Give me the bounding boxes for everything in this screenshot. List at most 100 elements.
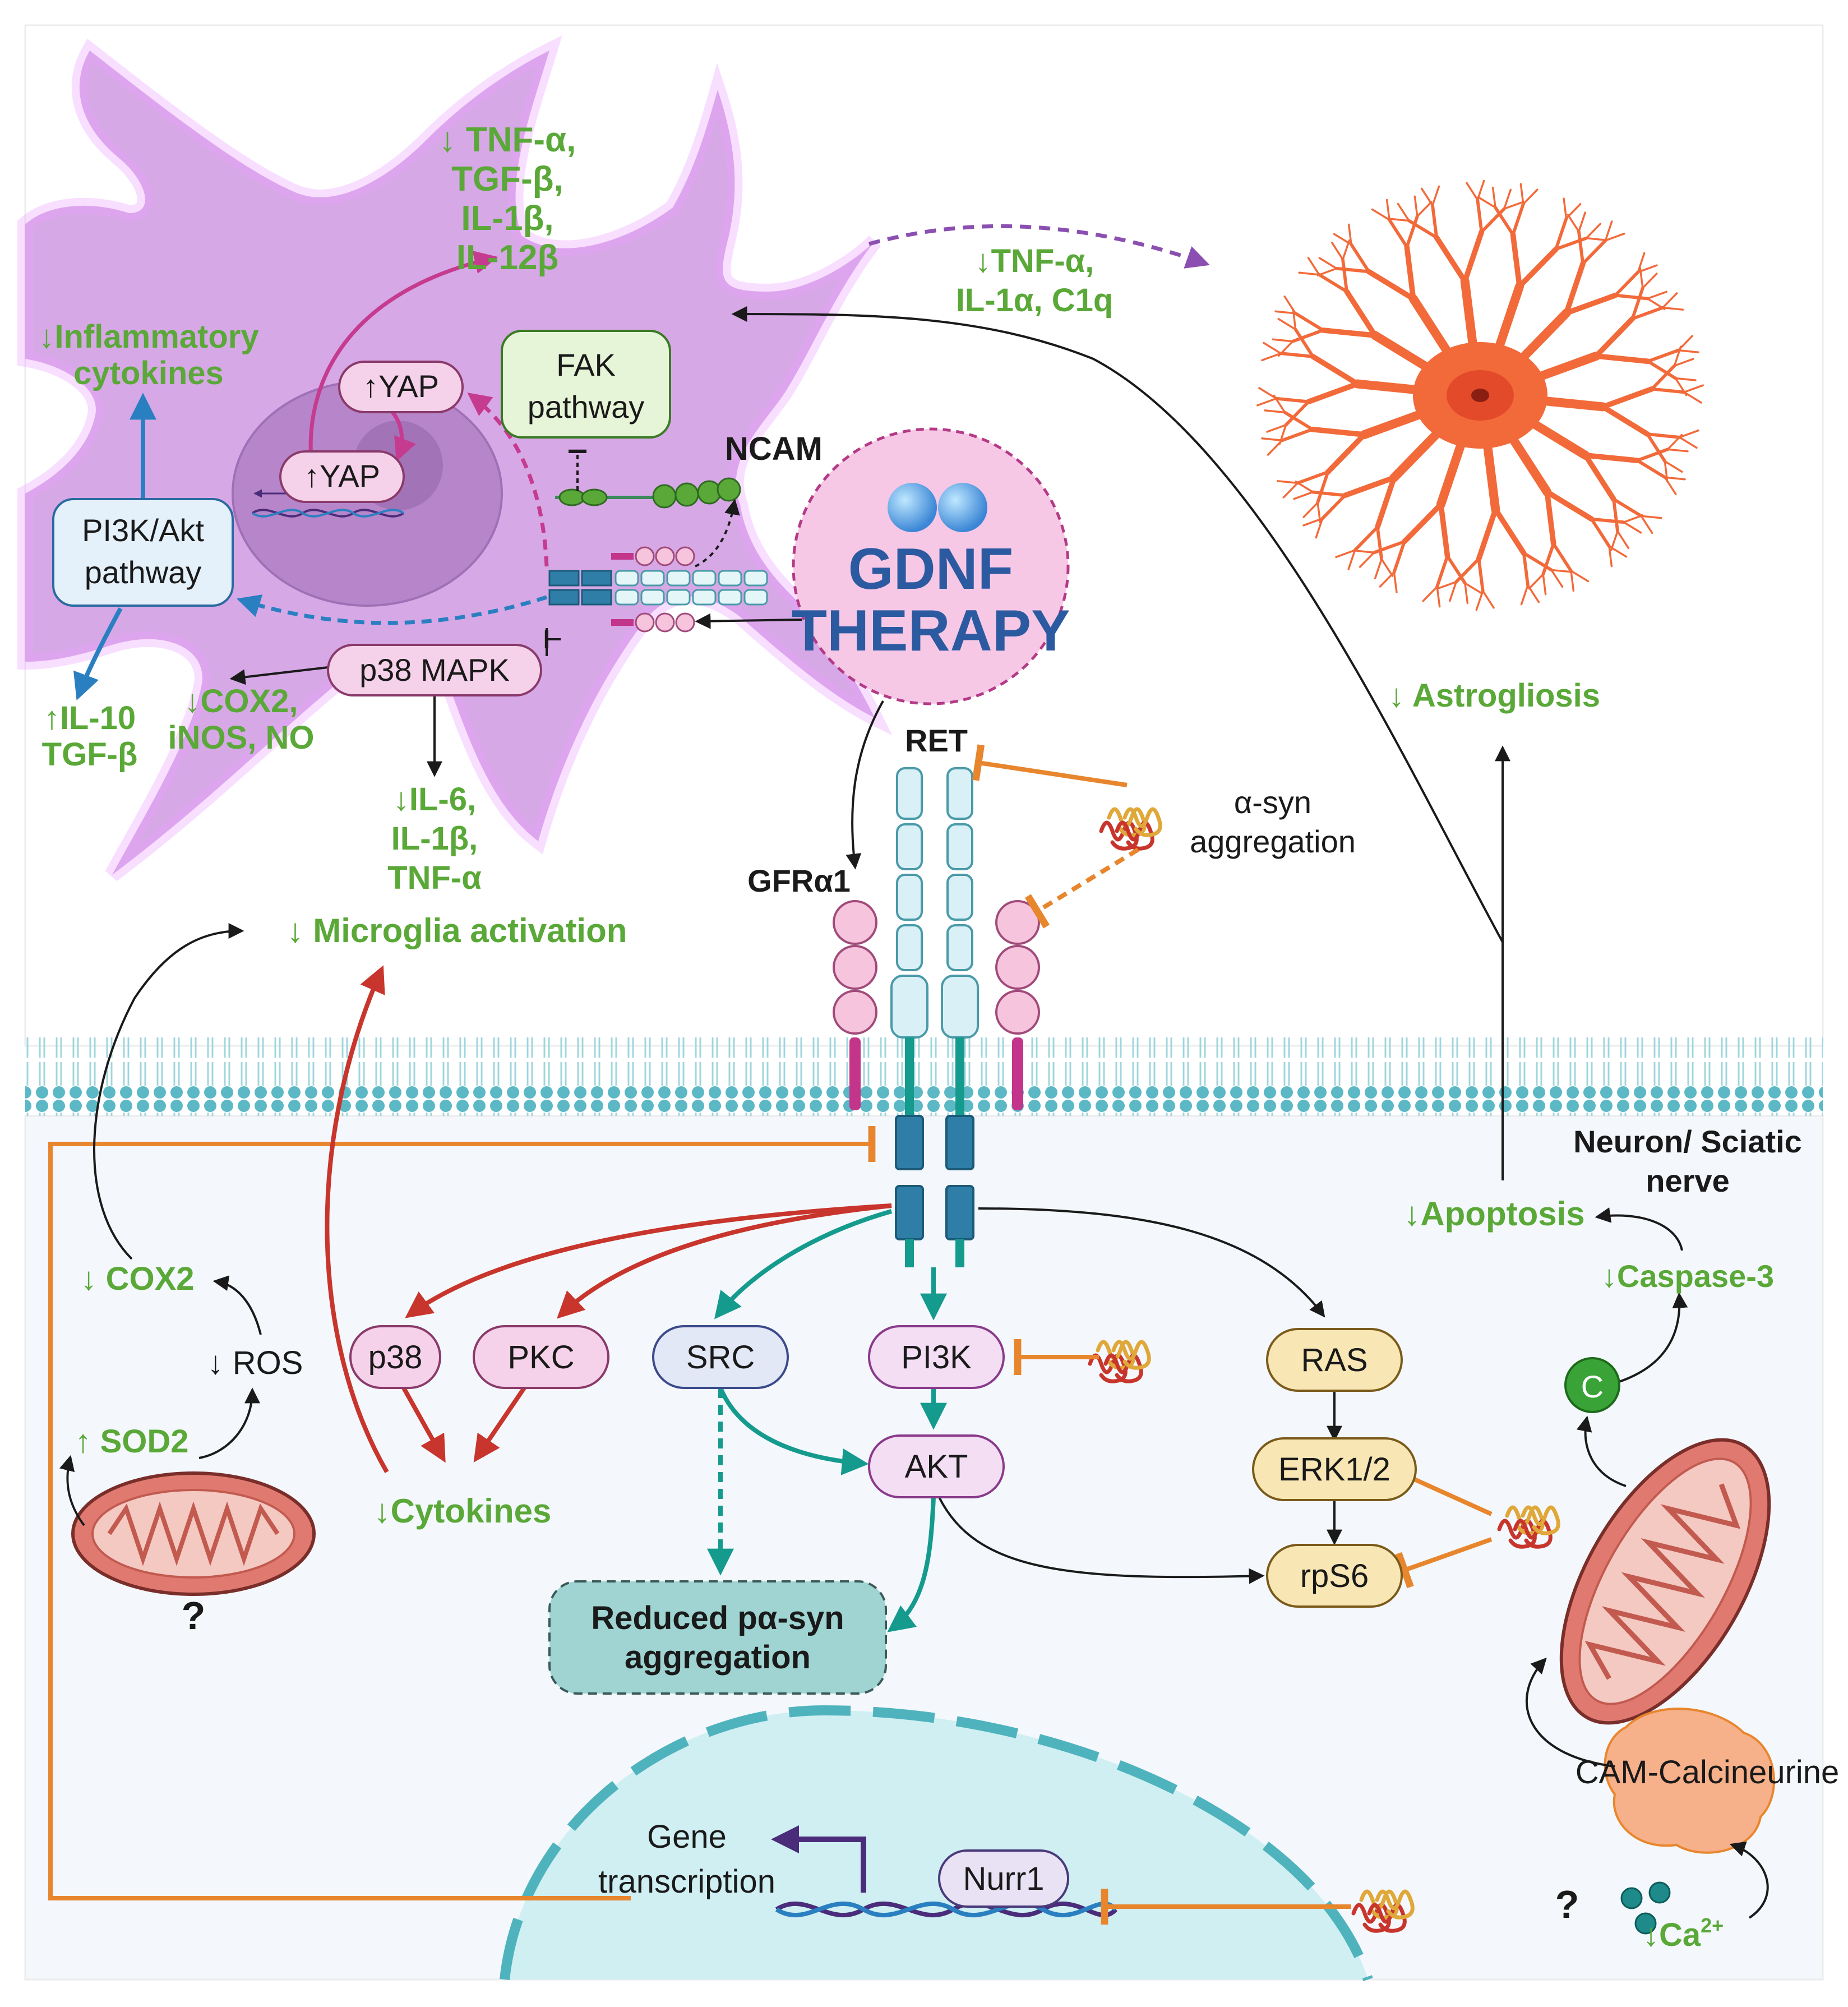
cox2-label: ↓ COX2 bbox=[80, 1261, 194, 1297]
tnf-list-4: IL-12β bbox=[456, 238, 559, 277]
asyn-aggregate-icon bbox=[1497, 1505, 1560, 1549]
cell-membrane bbox=[25, 1037, 1823, 1116]
il10-label-1: ↑IL-10 bbox=[44, 700, 136, 736]
arrow-mito-to-c bbox=[1576, 1415, 1627, 1487]
text-labels: ↓ TNF-α, TGF-β, IL-1β, IL-12β ↓Inflammat… bbox=[38, 121, 1839, 1953]
il6-label-1: ↓IL-6, bbox=[393, 781, 476, 818]
mitochondrion-left-icon bbox=[71, 1471, 316, 1596]
neuron-nodes: p38 PKC SRC PI3K AKT RAS ERK1/2 rpS6 Red… bbox=[349, 1325, 1620, 1908]
p38-mapk-box bbox=[327, 644, 542, 696]
arrow-ncam-dotted bbox=[695, 499, 740, 568]
arrow-cytokines-to-microglia bbox=[325, 965, 389, 1473]
ret-label: RET bbox=[905, 723, 968, 758]
arrow-akt-to-rps6 bbox=[938, 1497, 1265, 1584]
asyn-label-2: aggregation bbox=[1190, 824, 1356, 859]
question-right: ? bbox=[1555, 1883, 1579, 1926]
pi3k-akt-label-2: pathway bbox=[85, 555, 202, 590]
microglia-membrane-receptors bbox=[548, 546, 768, 633]
astro-signal-2: IL-1α, C1q bbox=[956, 282, 1114, 319]
src-box bbox=[652, 1325, 789, 1389]
tnf-list-2: TGF-β, bbox=[451, 160, 563, 199]
il6-label-3: TNF-α bbox=[387, 860, 482, 896]
pkc-box bbox=[473, 1325, 609, 1389]
cam-calcineurine-label: CAM-Calcineurine bbox=[1576, 1754, 1840, 1791]
inflammatory-label-1: ↓Inflammatory bbox=[38, 319, 258, 355]
microglia-nodes: ↑YAP ↑YAP FAK pathway PI3K/Akt pathway p… bbox=[52, 330, 671, 696]
arrow-receptor-to-pi3k bbox=[236, 594, 548, 625]
gfra1-receptor-right bbox=[995, 900, 1040, 1110]
arrow-mito-to-ros bbox=[198, 1387, 260, 1459]
neuron-nucleus bbox=[500, 1705, 1373, 1981]
yap-label-cyto: ↑YAP bbox=[363, 368, 439, 404]
gdnf-label-1: GDNF bbox=[848, 537, 1014, 602]
asyn-aggregate-icon bbox=[1351, 1889, 1415, 1933]
tnf-list-3: IL-1β, bbox=[461, 199, 553, 238]
arrow-akt-to-reduced bbox=[887, 1497, 936, 1632]
pi3k-box bbox=[868, 1325, 1005, 1389]
inhibit-asyn-ret bbox=[972, 744, 1128, 787]
arrow-ret-to-p38 bbox=[405, 1203, 892, 1318]
inhibit-gene-to-receptor bbox=[48, 1126, 876, 1900]
ca-text: ↓Ca bbox=[1643, 1917, 1701, 1953]
arrow-gdnf-to-microglia bbox=[695, 613, 802, 629]
ca-superscript: 2+ bbox=[1701, 1914, 1724, 1937]
question-left: ? bbox=[182, 1594, 206, 1637]
fak-box bbox=[501, 330, 671, 439]
fak-label-1: FAK bbox=[556, 347, 616, 382]
fak-label-2: pathway bbox=[528, 389, 645, 425]
c-label: C bbox=[1581, 1369, 1604, 1404]
inhibit-asyn-gfra1 bbox=[1024, 847, 1140, 929]
nurr1-box bbox=[938, 1849, 1069, 1908]
il10-label-2: TGF-β bbox=[42, 736, 138, 773]
akt-box bbox=[868, 1434, 1005, 1498]
arrow-microglia-to-astrocyte bbox=[868, 224, 1210, 269]
astro-signal-1: ↓TNF-α, bbox=[975, 243, 1094, 279]
ras-box bbox=[1266, 1328, 1403, 1392]
arrow-yap-to-tnf bbox=[308, 251, 498, 460]
p38-box bbox=[349, 1325, 441, 1389]
pkc-label: PKC bbox=[507, 1339, 574, 1376]
microglia-activation-label: ↓ Microglia activation bbox=[287, 912, 627, 949]
reduced-asyn-label-2: aggregation bbox=[625, 1639, 811, 1676]
inhibit-asyn-erk bbox=[1393, 1457, 1493, 1516]
c-circle bbox=[1564, 1357, 1620, 1413]
gfra1-label: GFRα1 bbox=[747, 863, 851, 898]
reduced-asyn-box bbox=[548, 1580, 887, 1695]
arrow-p38mapk-to-cox2 bbox=[229, 666, 329, 685]
gdnf-label-2: THERAPY bbox=[792, 598, 1070, 663]
microglia-cell bbox=[17, 35, 893, 882]
neuron-dna-icon bbox=[771, 1825, 1118, 1918]
p38-mapk-label: p38 MAPK bbox=[359, 652, 510, 688]
arrow-ca-to-calcineurin bbox=[1729, 1841, 1769, 1919]
arrow-cam-to-mito bbox=[1526, 1657, 1615, 1768]
asyn-label-1: α-syn bbox=[1234, 785, 1311, 820]
asyn-aggregate-icon bbox=[1088, 1340, 1151, 1383]
astrocyte-cell bbox=[1256, 179, 1704, 611]
calcium-ions-icon bbox=[1620, 1881, 1671, 1935]
neuron-label-1: Neuron/ Sciatic bbox=[1573, 1124, 1802, 1159]
arrow-ret-to-pkc bbox=[557, 1203, 892, 1319]
yap-box-nuclear bbox=[279, 450, 405, 503]
yap-box-cyto bbox=[338, 361, 464, 413]
caspase-label: ↓Caspase-3 bbox=[1601, 1258, 1774, 1294]
inflammatory-label-2: cytokines bbox=[73, 355, 224, 391]
arrow-p38-to-cytokines bbox=[401, 1387, 446, 1463]
erk-box bbox=[1252, 1437, 1417, 1501]
arrow-ret-to-src bbox=[714, 1209, 893, 1319]
arrow-ros-to-cox2 bbox=[212, 1275, 262, 1335]
il6-label-2: IL-1β, bbox=[391, 820, 478, 857]
gfra1-receptor-left bbox=[833, 900, 877, 1110]
gdnf-therapy-circle bbox=[792, 427, 1070, 705]
ros-label: ↓ ROS bbox=[207, 1345, 303, 1381]
arrow-gdnf-to-gfra1 bbox=[846, 700, 884, 870]
arrow-mito-to-sod2 bbox=[59, 1455, 85, 1526]
neuron-label-2: nerve bbox=[1646, 1163, 1729, 1198]
pi3k-akt-box bbox=[52, 498, 234, 607]
pi3k-akt-label-1: PI3K/Akt bbox=[82, 513, 204, 548]
asyn-aggregate-icon bbox=[1099, 807, 1162, 851]
gene-label-2: transcription bbox=[598, 1863, 775, 1900]
tnf-list-1: ↓ TNF-α, bbox=[439, 121, 576, 159]
rps6-box bbox=[1266, 1544, 1403, 1608]
ncam-label: NCAM bbox=[725, 431, 823, 467]
